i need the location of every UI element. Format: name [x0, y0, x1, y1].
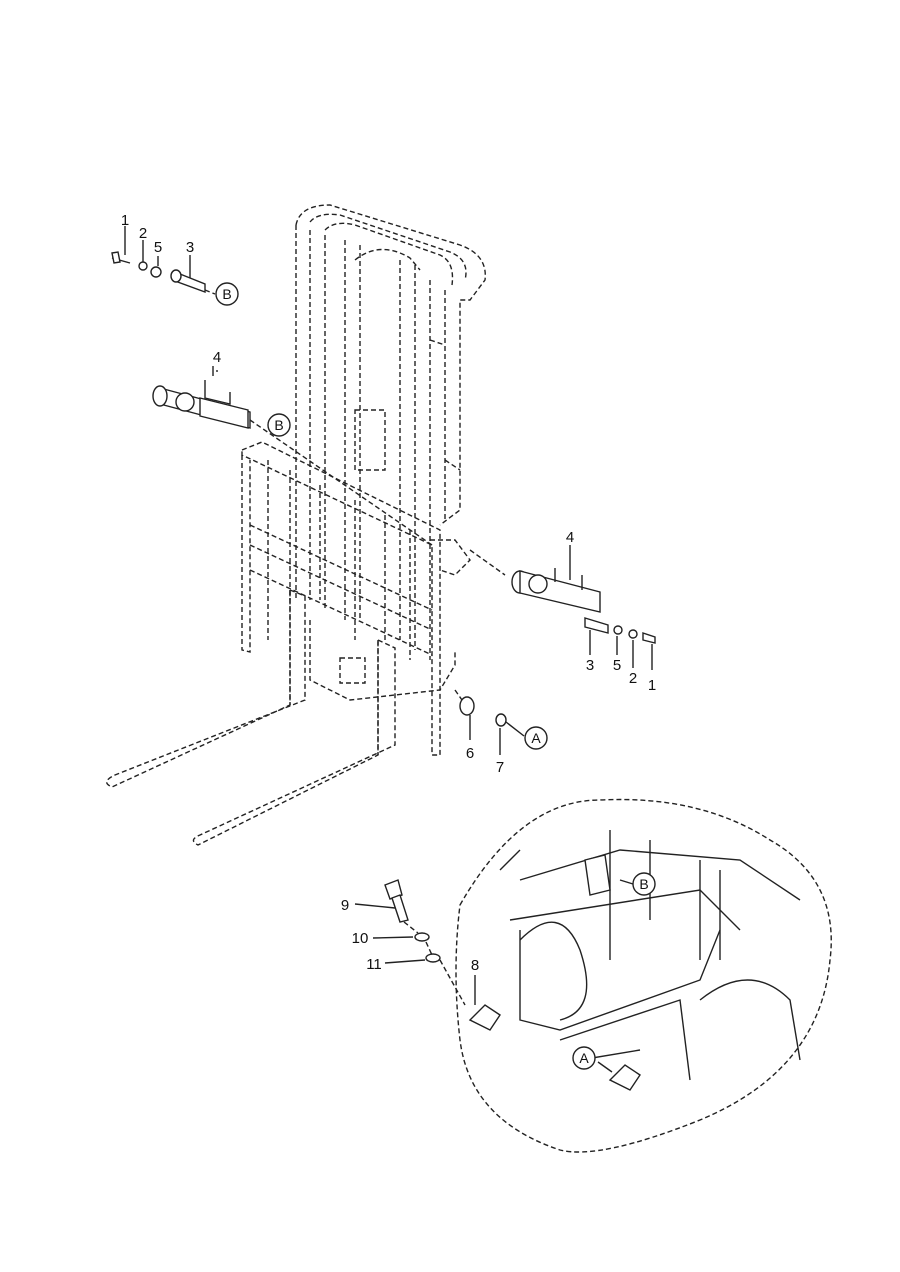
callout-4: 4 — [213, 349, 221, 366]
callout-2: 2 — [629, 670, 637, 687]
callout-3: 3 — [586, 657, 594, 674]
callout-circle-b — [267, 413, 291, 437]
callout-5: 5 — [613, 657, 621, 674]
callout-circle-b — [215, 282, 239, 306]
callout-11: 11 — [366, 956, 382, 973]
callout-b: B — [274, 417, 283, 433]
callout-b: B — [222, 286, 231, 302]
bushing-and-washer — [454, 689, 525, 755]
forks — [106, 588, 396, 846]
callout-7: 7 — [496, 759, 504, 776]
top-left-pin-assembly — [111, 226, 216, 295]
callout-b: B — [639, 876, 648, 892]
carriage — [241, 441, 471, 756]
bolt-assembly — [354, 879, 466, 1006]
callout-6: 6 — [466, 745, 474, 762]
callout-circle-b — [632, 872, 656, 896]
callout-5: 5 — [154, 239, 162, 256]
callout-10: 10 — [352, 930, 369, 947]
callout-8: 8 — [471, 957, 479, 974]
callout-circle-a — [572, 1046, 596, 1070]
callout-circle-a — [524, 726, 548, 750]
callout-3: 3 — [186, 239, 194, 256]
right-tilt-cylinder — [469, 545, 656, 670]
left-tilt-cylinder — [152, 366, 433, 546]
detail-view — [455, 798, 832, 1153]
callout-1: 1 — [121, 212, 129, 229]
callout-a: A — [531, 730, 541, 746]
callout-a: A — [579, 1050, 589, 1066]
callout-9: 9 — [341, 897, 349, 914]
callout-1: 1 — [648, 677, 656, 694]
callout-2: 2 — [139, 225, 147, 242]
callout-4: 4 — [566, 529, 574, 546]
mast — [295, 204, 486, 660]
